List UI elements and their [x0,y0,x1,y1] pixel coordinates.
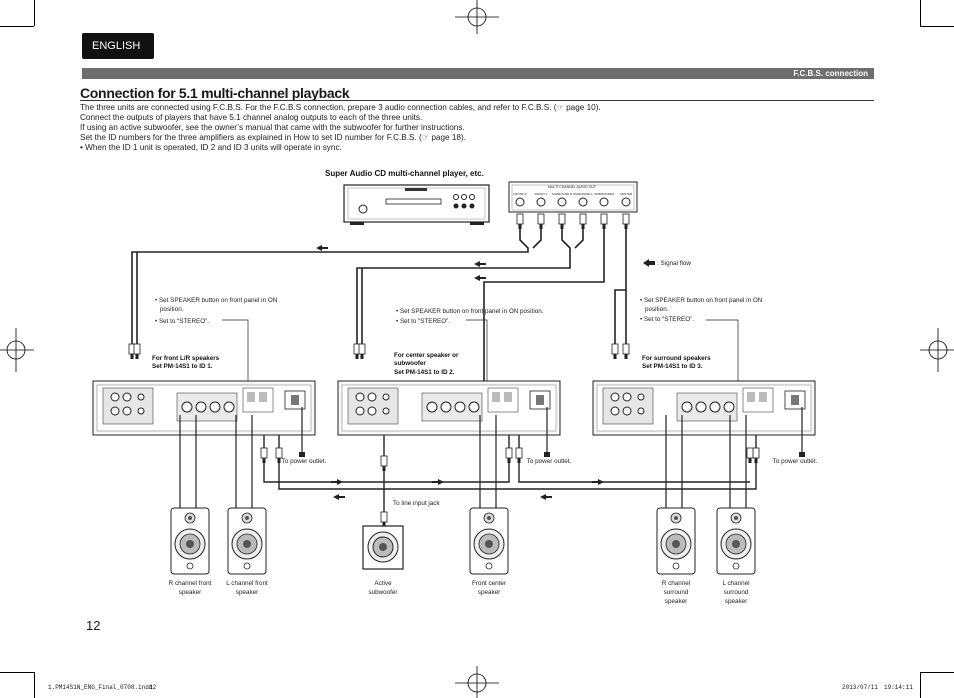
player-plugs [516,213,630,230]
intro-line: Connect the outputs of players that have… [80,113,423,122]
page-title: Connection for 5.1 multi-channel playbac… [80,85,350,101]
speaker-label: surround [724,589,749,596]
amp-id: Set PM-14S1 to ID 2. [394,369,455,376]
amp-note: • Set to “STEREO”. [155,318,209,325]
speaker-label: L channel front [226,580,268,587]
speaker-label: speaker [236,589,258,596]
leader-lines [222,319,739,392]
section-bar: F.C.B.S. connection [82,68,874,79]
footer-date: 2013/07/11 [842,684,879,691]
speaker-r-front [170,507,210,575]
section-label: F.C.B.S. connection [793,69,868,78]
speaker-r-surround [656,507,696,575]
crop-mark [0,26,34,27]
power-cords [301,407,803,452]
speaker-label: L channel [722,580,749,587]
amp-note: • Set SPEAKER button on front panel in O… [396,308,544,315]
speaker-label: R channel [662,580,690,587]
speaker-label: surround [664,589,689,596]
amp-note: • Set to “STEREO”. [396,318,450,325]
active-subwoofer [362,525,404,570]
panel-label: MULTI CHANNEL AUDIO OUT [548,185,597,189]
crop-mark [920,672,921,698]
crop-mark [920,26,954,27]
speaker-label: speaker [478,589,500,596]
speaker-label: speaker [665,598,687,605]
amplifier-id1 [92,380,316,436]
power-outlet-label: To power outlet. [527,458,572,465]
speaker-center [469,507,509,575]
intro-line: If using an active subwoofer, see the ow… [80,123,465,132]
amp-note: • Set SPEAKER button on front panel in O… [640,297,763,304]
crop-mark [920,0,921,26]
fcbs-flow-arrows [331,479,604,500]
output-label: CENTER [620,192,633,196]
power-outlet-label: To power outlet. [773,458,818,465]
intro-line: The three units are connected using F.C.… [80,103,601,112]
speaker-label: Active [374,580,392,587]
output-label: FRONT L [535,192,548,196]
flow-arrows [316,245,655,281]
speaker-label: speaker [725,598,747,605]
amp-notes-3: • Set SPEAKER button on front panel in O… [640,297,763,370]
crop-mark [920,672,954,673]
speaker-label: speaker [179,589,201,596]
power-outlet-label: To power outlet. [282,458,327,465]
signal-cables [131,229,627,400]
speaker-l-front [227,507,267,575]
fcbs-plugs [260,447,760,464]
speaker-labels: R channel front speaker L channel front … [169,580,750,605]
footer-time: 19:14:11 [884,684,913,691]
sacd-player [343,184,490,225]
amp-notes-1: • Set SPEAKER button on front panel in O… [152,297,278,370]
footer-page: 12 [149,684,157,691]
crop-mark [34,672,35,698]
amp-note: • Set SPEAKER button on front panel in O… [155,297,278,304]
line-input-label: To line input jack [393,500,440,507]
intro-line: Set the ID numbers for the three amplifi… [80,133,466,142]
power-plugs [299,452,805,457]
amplifier-id2 [337,380,561,436]
amp-purpose: subwoofer [394,360,426,367]
footer-file: 1.PM14S1N_ENG_Final_0708.indd [48,684,153,691]
amp-purpose: For center speaker or [394,352,459,359]
speaker-label: Front center [472,580,506,587]
output-label: SUBWOOFER [594,192,615,196]
amp-purpose: For front L/R speakers [152,355,220,362]
amplifier-id3 [592,380,816,436]
page-number: 12 [86,618,101,633]
amp-notes-2: • Set SPEAKER button on front panel in O… [394,308,544,376]
player-output-labels: FRONT R FRONT L SURROUND R SURROUND L SU… [513,192,633,196]
signal-flow-legend: : Signal flow [657,260,691,267]
title-rule [80,100,874,101]
output-label: FRONT R [513,192,527,196]
language-tab: ENGLISH [82,33,154,59]
crop-mark [34,0,35,26]
speaker-label: subwoofer [368,589,397,596]
intro-line: • When the ID 1 unit is operated, ID 2 a… [80,143,342,152]
speaker-l-surround [716,507,756,575]
amp-id: Set PM-14S1 to ID 1. [152,363,213,370]
amp-note: • Set to “STEREO”. [640,316,694,323]
amp-note: position. [645,306,669,313]
output-label: SURROUND L [573,192,593,196]
player-jacks [515,197,631,207]
speaker-label: R channel front [169,580,212,587]
amp-purpose: For surround speakers [642,355,711,362]
output-label: SURROUND R [552,192,573,196]
amp-id: Set PM-14S1 to ID 3. [642,363,703,370]
crop-mark [0,672,34,673]
player-output-panel: MULTI CHANNEL AUDIO OUT [508,181,638,213]
amp-note: position. [160,306,184,313]
player-label: Super Audio CD multi-channel player, etc… [325,169,484,178]
speaker-wires [179,415,747,508]
